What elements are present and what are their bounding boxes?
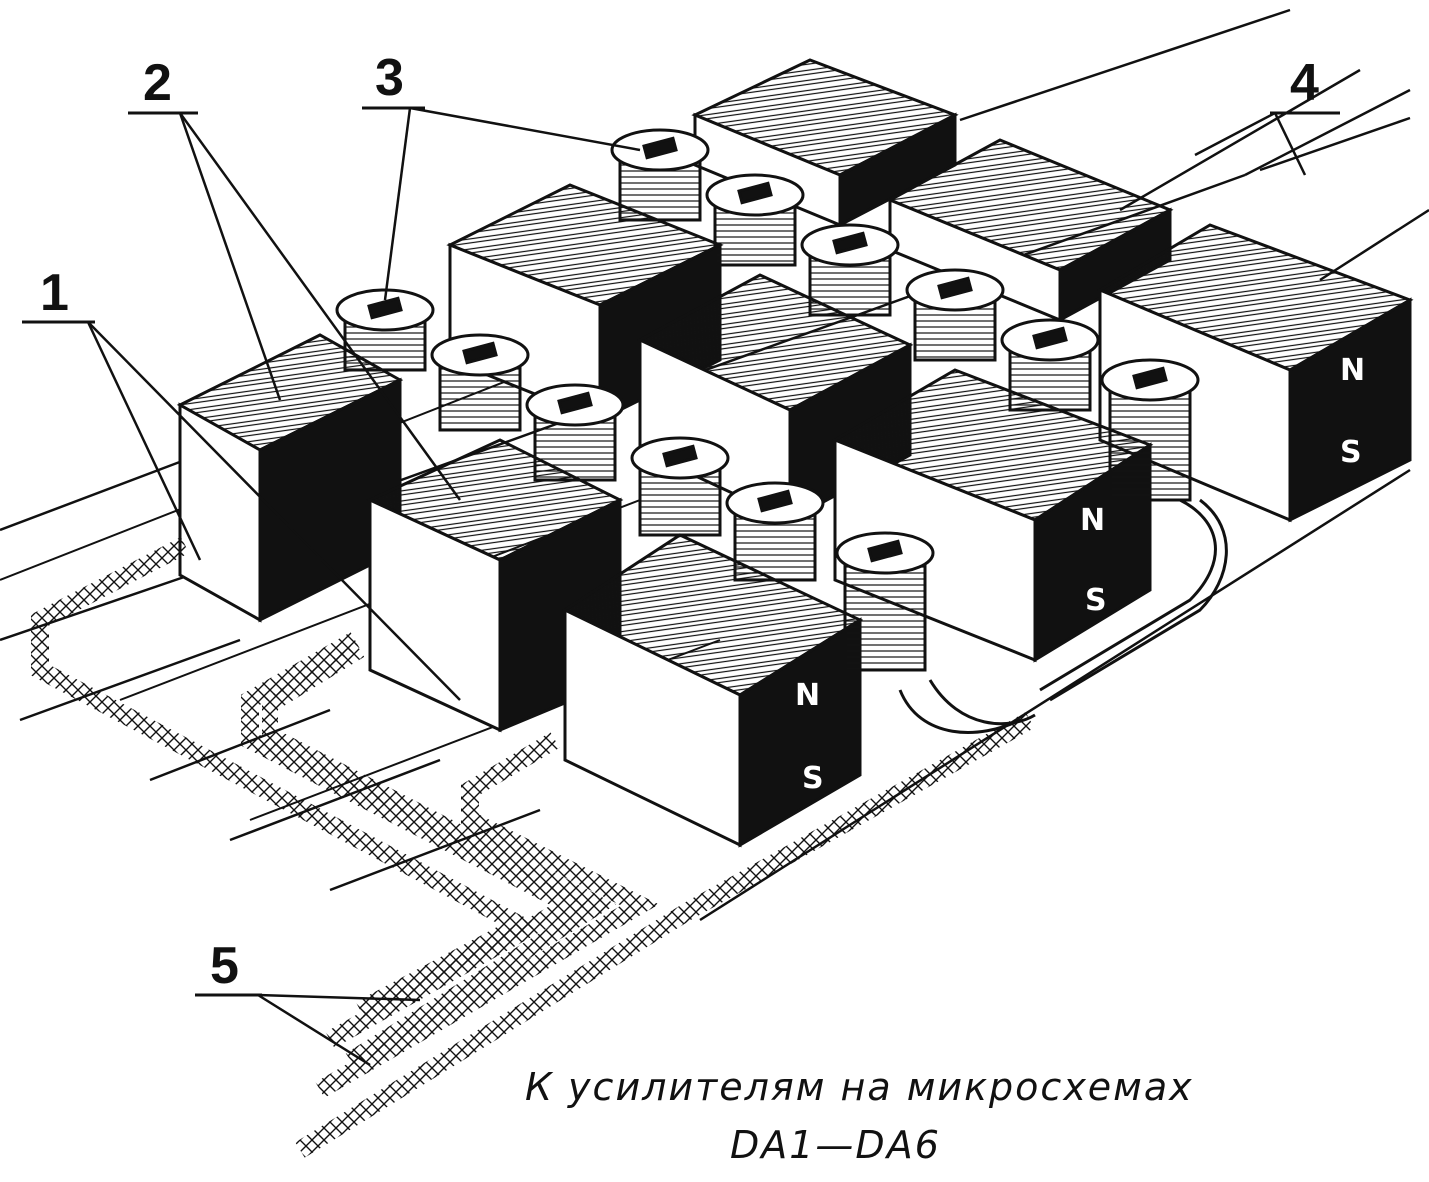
coil (705, 173, 805, 267)
coil (835, 531, 935, 672)
pole-label-south: S (802, 761, 824, 796)
coil-row (335, 128, 1200, 672)
caption-line-1: К усилителям на микросхемах (525, 1065, 1194, 1109)
caption-line-2: DA1—DA6 (730, 1123, 941, 1167)
coil (1100, 358, 1200, 502)
shielded-cables (31, 537, 1035, 1158)
pole-label-north: N (795, 678, 820, 713)
callout-5: 5 (195, 937, 421, 1067)
pole-label-south: S (1085, 583, 1107, 618)
callout-4: 4 (1194, 54, 1340, 176)
pole-label-north: N (1080, 503, 1105, 538)
callout-3: 3 (362, 49, 641, 301)
callout-label-3: 3 (375, 49, 404, 107)
callout-2: 2 (128, 54, 462, 501)
magnet-block: N S (1096, 223, 1414, 523)
callout-label-2: 2 (143, 54, 172, 112)
callout-label-4: 4 (1290, 54, 1319, 112)
callout-1: 1 (22, 264, 461, 701)
magnet-block: N S (561, 533, 864, 848)
coil (430, 333, 530, 432)
coil (525, 383, 625, 482)
pole-label-north: N (1340, 353, 1365, 388)
coil (335, 288, 435, 372)
coil (1000, 318, 1100, 412)
coil (800, 223, 900, 317)
coil (905, 268, 1005, 362)
magnet-block (176, 333, 404, 623)
coil (610, 128, 710, 222)
coil (725, 481, 825, 582)
pole-label-south: S (1340, 435, 1362, 470)
coil (630, 436, 730, 537)
callout-label-1: 1 (40, 264, 69, 322)
callout-label-5: 5 (210, 937, 239, 995)
